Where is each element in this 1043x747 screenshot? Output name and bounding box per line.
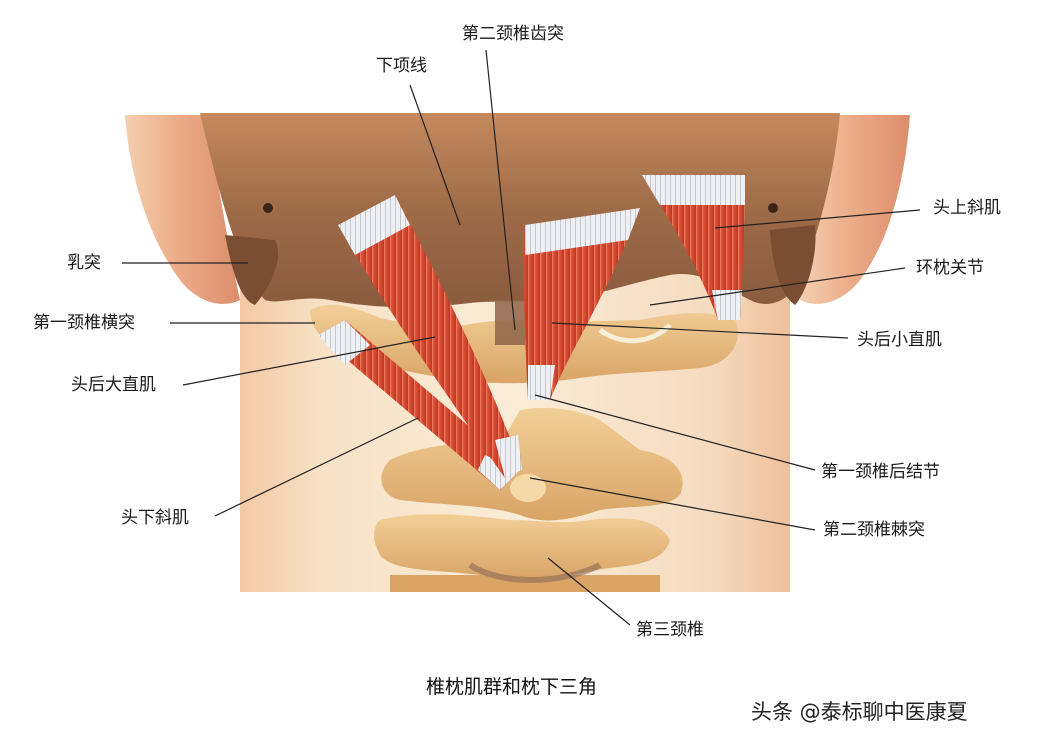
leader-lines bbox=[122, 49, 921, 626]
obliquus-capitis-inferior-muscle bbox=[318, 320, 520, 490]
label-obliquus-capitis-inferior: 头下斜肌 bbox=[121, 508, 189, 528]
obliquus-capitis-superior-muscle bbox=[642, 175, 745, 320]
label-dens: 第二颈椎齿突 bbox=[462, 24, 564, 44]
label-rectus-capitis-posterior-minor: 头后小直肌 bbox=[857, 330, 942, 350]
watermark: 头条 @泰标聊中医康夏 bbox=[751, 700, 968, 724]
label-inferior-nuchal-line: 下项线 bbox=[376, 56, 427, 76]
label-third-cervical-vertebra: 第三颈椎 bbox=[636, 620, 704, 640]
leader-inferior-nuchal-line bbox=[409, 84, 461, 226]
rectus-capitis-posterior-major-muscle bbox=[338, 195, 522, 478]
label-obliquus-capitis-superior: 头上斜肌 bbox=[933, 198, 1001, 218]
label-atlas-transverse-process: 第一颈椎横突 bbox=[33, 313, 135, 333]
leader-c3 bbox=[547, 557, 631, 626]
axis-spinous-tip bbox=[510, 474, 546, 502]
label-axis-spinous-process: 第二颈椎棘突 bbox=[823, 520, 925, 540]
left-mastoid bbox=[225, 235, 279, 305]
label-atlas-posterior-tubercle: 第一颈椎后结节 bbox=[821, 462, 940, 482]
leader-ao-joint bbox=[649, 267, 906, 306]
leader-rcpmajor bbox=[182, 336, 436, 386]
leader-axis-spinous bbox=[529, 477, 816, 531]
c3-vertebra bbox=[374, 514, 670, 580]
left-ear bbox=[125, 115, 240, 304]
label-rectus-capitis-posterior-major: 头后大直肌 bbox=[71, 375, 156, 395]
label-atlanto-occipital-joint: 环枕关节 bbox=[916, 258, 984, 278]
right-mastoid bbox=[770, 225, 816, 305]
leader-rcpminor bbox=[551, 322, 849, 339]
leader-dens bbox=[485, 49, 516, 331]
leader-ocs bbox=[714, 209, 921, 229]
label-mastoid-process: 乳突 bbox=[67, 253, 101, 273]
leader-atlas-tubercle bbox=[534, 394, 816, 471]
leader-oci bbox=[214, 417, 419, 517]
figure-caption: 椎枕肌群和枕下三角 bbox=[426, 676, 598, 698]
rectus-capitis-posterior-minor-muscle bbox=[523, 208, 640, 400]
